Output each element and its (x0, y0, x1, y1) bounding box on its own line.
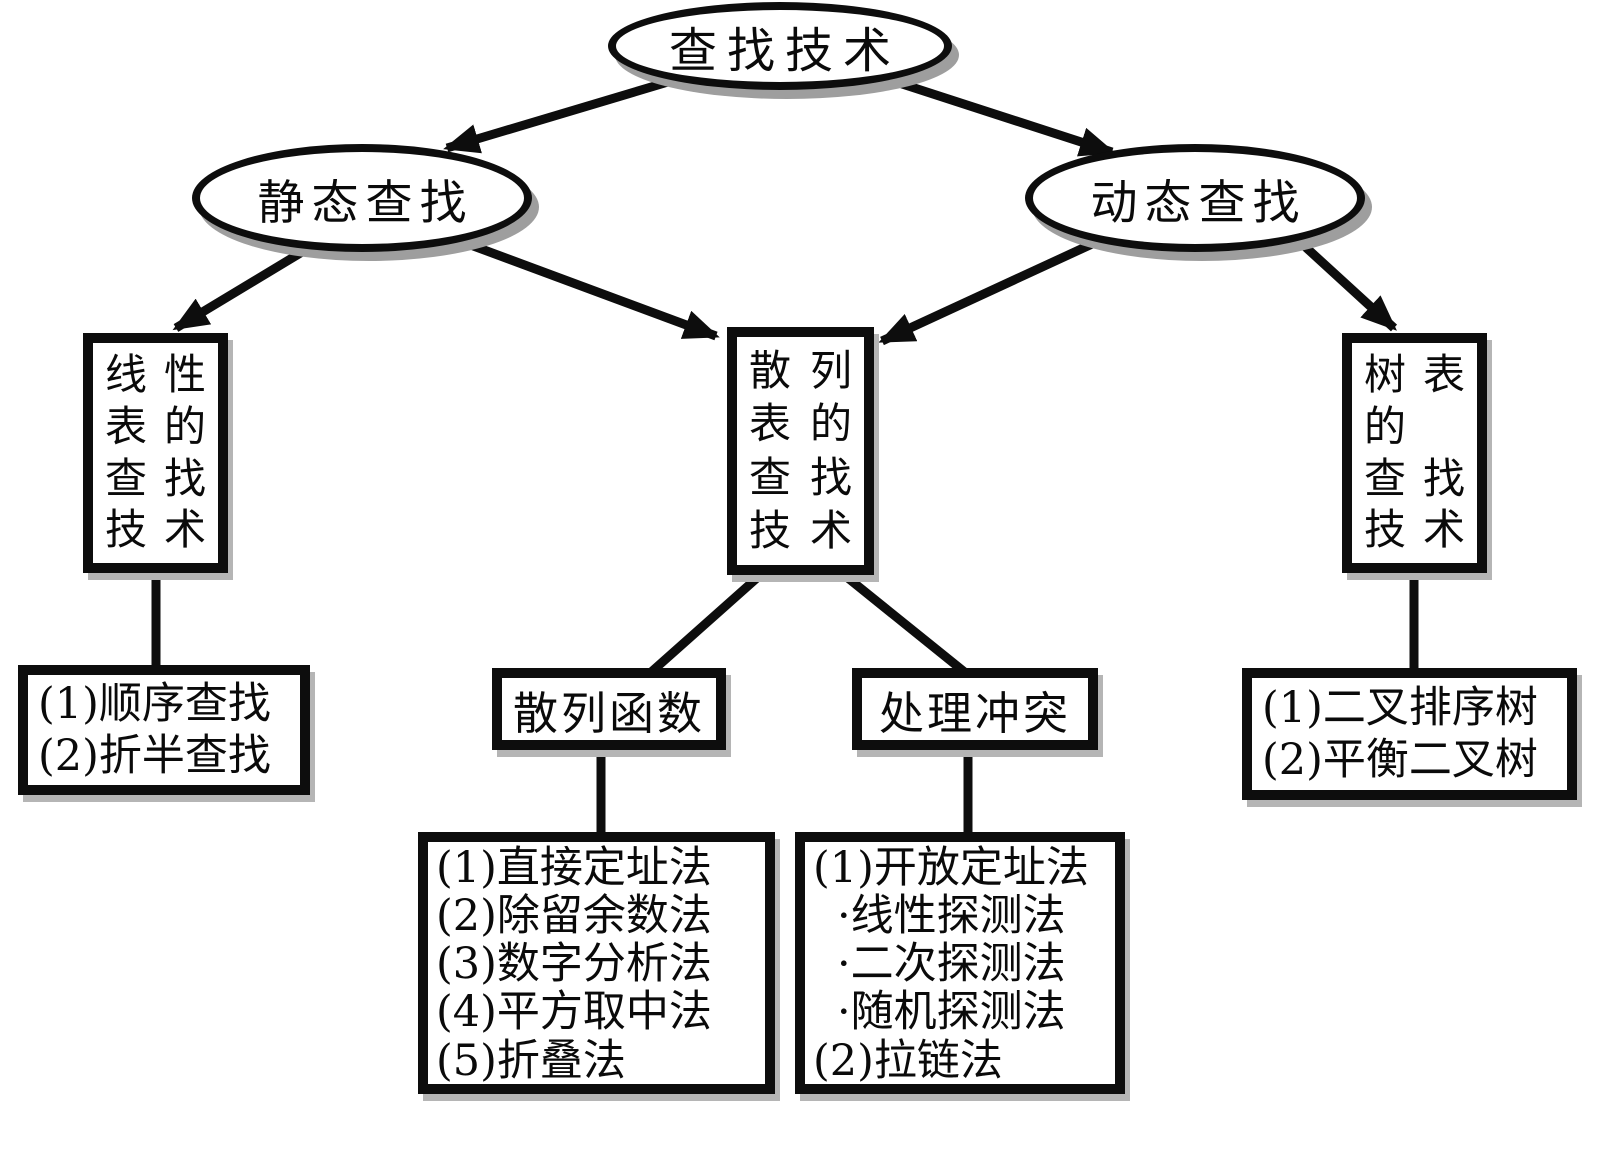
linear-table-search-node: 线性 表的 查找 技术 (83, 333, 228, 573)
conflict-handling-node: 处理冲突 (852, 668, 1098, 750)
node-text-line: 查找 (749, 452, 852, 502)
node-text-line: 技术 (749, 505, 852, 555)
hash-function-label: 散列函数 (512, 686, 705, 740)
method-item: (3)数字分析法 (436, 939, 712, 990)
arrow-root-to-dynamic (894, 77, 1116, 157)
static-search-node: 静态查找 (192, 144, 532, 252)
dynamic-search-label: 动态查找 (1090, 175, 1307, 231)
hash-table-search-node: 散列 表的 查找 技术 (727, 327, 874, 575)
node-text-line: 查找 (1364, 453, 1465, 503)
node-text-line: 技术 (1364, 505, 1465, 555)
arrow-dynamic-to-hash-table (878, 239, 1094, 346)
node-text-line: 的 (1364, 402, 1407, 452)
node-text-line: 技术 (105, 505, 206, 555)
hash-function-methods-node: (1)直接定址法 (2)除留余数法 (3)数字分析法 (4)平方取中法 (5)折… (418, 832, 775, 1094)
root-node: 查找技术 (608, 2, 952, 90)
method-item: (2)拉链法 (813, 1035, 1003, 1086)
node-text-line: 线性 (105, 350, 206, 400)
arrow-static-to-linear-table (172, 242, 315, 332)
method-item: (5)折叠法 (436, 1035, 626, 1086)
arrow-root-to-static (443, 77, 670, 154)
tree-table-search-node: 树表 的 查找 技术 (1342, 333, 1487, 573)
static-search-label: 静态查找 (257, 175, 474, 231)
tree-methods-node: (1)二叉排序树 (2)平衡二叉树 (1242, 668, 1577, 800)
hash-function-node: 散列函数 (492, 668, 726, 750)
linear-methods-node: (1)顺序查找 (2)折半查找 (18, 665, 310, 795)
conflict-methods-node: (1)开放定址法 ·线性探测法 ·二次探测法 ·随机探测法 (2)拉链法 (795, 832, 1125, 1094)
conflict-handling-label: 处理冲突 (878, 686, 1071, 740)
method-sub-item: ·二次探测法 (837, 939, 1066, 990)
root-node-label: 查找技术 (668, 23, 901, 79)
node-text-line: 树表 (1364, 350, 1465, 400)
method-item: (4)平方取中法 (436, 987, 712, 1038)
method-item: (2)折半查找 (38, 730, 271, 781)
method-sub-item: ·线性探测法 (837, 891, 1066, 942)
node-text-line: 查找 (105, 453, 206, 503)
line-hash-table-to-conflict (835, 566, 970, 678)
node-text-line: 表的 (749, 399, 852, 449)
node-text-line: 表的 (105, 402, 206, 452)
method-sub-item: ·随机探测法 (837, 987, 1066, 1038)
method-item: (1)二叉排序树 (1262, 682, 1538, 733)
arrow-dynamic-to-tree-table (1296, 238, 1398, 332)
line-hash-table-to-hash-function (646, 566, 769, 678)
method-item: (1)顺序查找 (38, 679, 271, 730)
dynamic-search-node: 动态查找 (1025, 144, 1365, 252)
arrow-static-to-hash-table (466, 239, 720, 341)
method-item: (1)开放定址法 (813, 843, 1089, 893)
method-item: (2)除留余数法 (436, 891, 712, 942)
node-text-line: 散列 (749, 346, 852, 396)
method-item: (2)平衡二叉树 (1262, 734, 1538, 785)
method-item: (1)直接定址法 (436, 843, 712, 893)
